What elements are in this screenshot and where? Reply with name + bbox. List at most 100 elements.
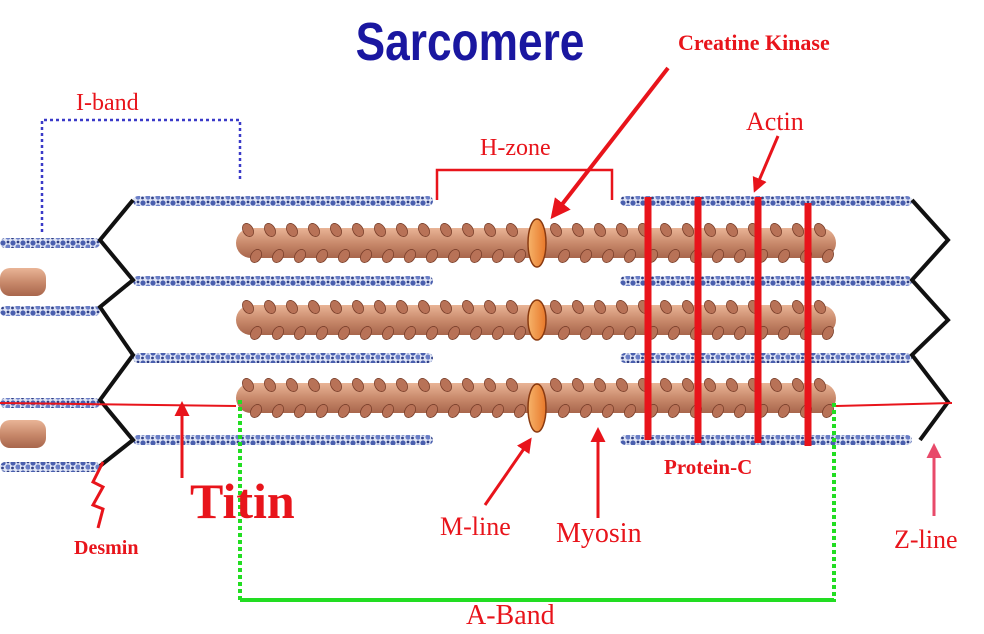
- z-line-right: [909, 198, 951, 442]
- page-title: Sarcomere: [356, 12, 585, 72]
- myosin-head: [382, 249, 394, 263]
- myosin-head: [704, 378, 716, 392]
- myosin-head: [462, 300, 474, 314]
- actin-filament: [133, 353, 433, 363]
- myosin-head: [822, 249, 834, 263]
- myosin-head: [660, 378, 672, 392]
- myosin-head: [770, 378, 782, 392]
- actin-filament: [133, 276, 433, 286]
- myosin-head: [440, 223, 452, 237]
- m-line-arrow: [483, 437, 532, 506]
- myosin-head: [286, 378, 298, 392]
- myosin-filament: [0, 420, 46, 448]
- myosin-head: [286, 300, 298, 314]
- myosin-head: [264, 300, 276, 314]
- myosin-head: [682, 378, 694, 392]
- myosin-head: [682, 223, 694, 237]
- myosin-head: [242, 300, 254, 314]
- myosin-head: [330, 300, 342, 314]
- myosin-head: [462, 378, 474, 392]
- protein-c-bars: [644, 197, 812, 446]
- myosin-head: [594, 378, 606, 392]
- myosin-head: [506, 300, 518, 314]
- myosin-head: [712, 249, 724, 263]
- actin-filament: [0, 238, 100, 248]
- myosin-head: [440, 378, 452, 392]
- myosin-head: [778, 404, 790, 418]
- myosin-head: [712, 404, 724, 418]
- myosin-head: [624, 249, 636, 263]
- myosin-head: [484, 223, 496, 237]
- myosin-head: [448, 326, 460, 340]
- myosin-head: [624, 326, 636, 340]
- myosin-head: [470, 249, 482, 263]
- myosin-head: [594, 300, 606, 314]
- myosin-filaments: [0, 228, 836, 448]
- myosin-head: [734, 326, 746, 340]
- myosin-head: [550, 378, 562, 392]
- myosin-head: [704, 300, 716, 314]
- actin-filaments: [0, 196, 912, 472]
- myosin-heads: [242, 223, 834, 418]
- myosin-head: [514, 404, 526, 418]
- myosin-head: [778, 326, 790, 340]
- myosin-head: [418, 223, 430, 237]
- myosin-head: [316, 249, 328, 263]
- myosin-head: [404, 249, 416, 263]
- myosin-head: [558, 249, 570, 263]
- label-actin: Actin: [746, 107, 804, 136]
- label-myosin: Myosin: [556, 518, 642, 549]
- m-line-discs: [527, 218, 547, 433]
- myosin-head: [308, 378, 320, 392]
- myosin-head: [374, 223, 386, 237]
- myosin-head: [616, 223, 628, 237]
- label-a-band: A-Band: [466, 600, 555, 631]
- myosin-head: [704, 223, 716, 237]
- myosin-head: [338, 326, 350, 340]
- myosin-head: [726, 300, 738, 314]
- myosin-head: [264, 223, 276, 237]
- myosin-filament: [0, 268, 46, 296]
- myosin-head: [580, 404, 592, 418]
- desmin-zigzag: [90, 461, 106, 529]
- myosin-head: [374, 300, 386, 314]
- label-protein-c: Protein-C: [664, 455, 752, 479]
- myosin-head: [484, 300, 496, 314]
- myosin-head: [396, 223, 408, 237]
- myosin-head: [814, 378, 826, 392]
- actin-arrow: [752, 135, 780, 193]
- myosin-head: [396, 378, 408, 392]
- titin-line-left: [0, 402, 237, 407]
- myosin-head: [580, 326, 592, 340]
- myosin-head: [778, 249, 790, 263]
- myosin-head: [470, 326, 482, 340]
- myosin-head: [822, 326, 834, 340]
- myosin-head: [616, 300, 628, 314]
- myosin-head: [624, 404, 636, 418]
- label-desmin: Desmin: [74, 537, 138, 559]
- myosin-head: [602, 249, 614, 263]
- myosin-head: [250, 404, 262, 418]
- actin-filament: [133, 196, 433, 206]
- myosin-head: [668, 404, 680, 418]
- actin-filament: [620, 276, 912, 286]
- myosin-head: [426, 326, 438, 340]
- myosin-head: [792, 378, 804, 392]
- myosin-head: [660, 223, 672, 237]
- myosin-head: [506, 378, 518, 392]
- myosin-head: [470, 404, 482, 418]
- myosin-head: [352, 378, 364, 392]
- myosin-head: [770, 300, 782, 314]
- myosin-head: [294, 249, 306, 263]
- myosin-head: [770, 223, 782, 237]
- myosin-head: [572, 223, 584, 237]
- m-line-disc: [527, 383, 547, 433]
- myosin-head: [814, 223, 826, 237]
- myosin-head: [726, 223, 738, 237]
- actin-filament: [0, 462, 100, 472]
- myosin-head: [682, 300, 694, 314]
- myosin-head: [594, 223, 606, 237]
- myosin-head: [814, 300, 826, 314]
- myosin-head: [734, 249, 746, 263]
